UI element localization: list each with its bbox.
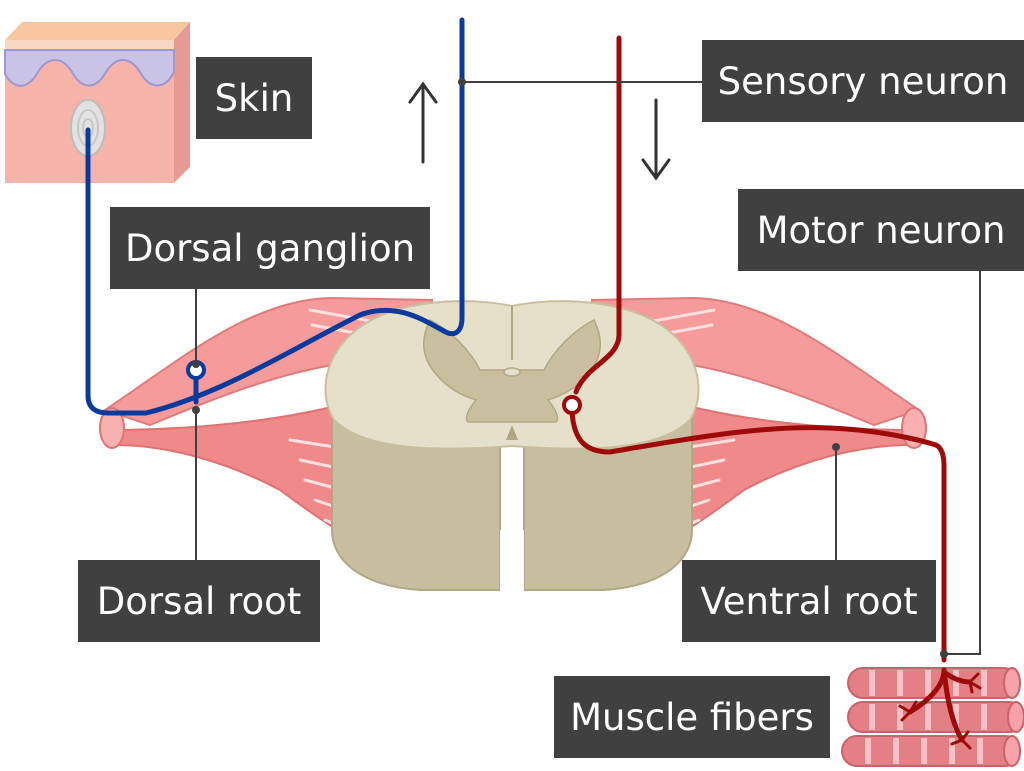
muscle-fiber-bundle — [841, 667, 1024, 767]
leader-dots — [192, 78, 948, 658]
dorsal-ganglion-label: Dorsal ganglion — [110, 207, 430, 289]
muscle-fiber — [841, 735, 1021, 767]
motor-neuron-cell-body — [562, 395, 582, 415]
motor-neuron-path — [569, 35, 973, 743]
skin-label: Skin — [196, 57, 312, 139]
motor-neuron-label: Motor neuron — [738, 189, 1024, 271]
motor-direction-arrow-down — [641, 98, 671, 181]
leader-lines — [195, 81, 981, 655]
muscle-fiber — [847, 701, 1024, 733]
sensory-direction-arrow-up — [408, 81, 438, 164]
ventral-root-label: Ventral root — [682, 560, 936, 642]
spinal-cord — [324, 300, 700, 592]
leader-motor — [944, 271, 981, 655]
sensory-neuron-label: Sensory neuron — [702, 40, 1024, 122]
dorsal-root-label: Dorsal root — [78, 560, 320, 642]
skin-block — [4, 22, 190, 183]
muscle-fibers-label: Muscle fibers — [554, 676, 830, 758]
motor-end-plates — [898, 672, 982, 750]
